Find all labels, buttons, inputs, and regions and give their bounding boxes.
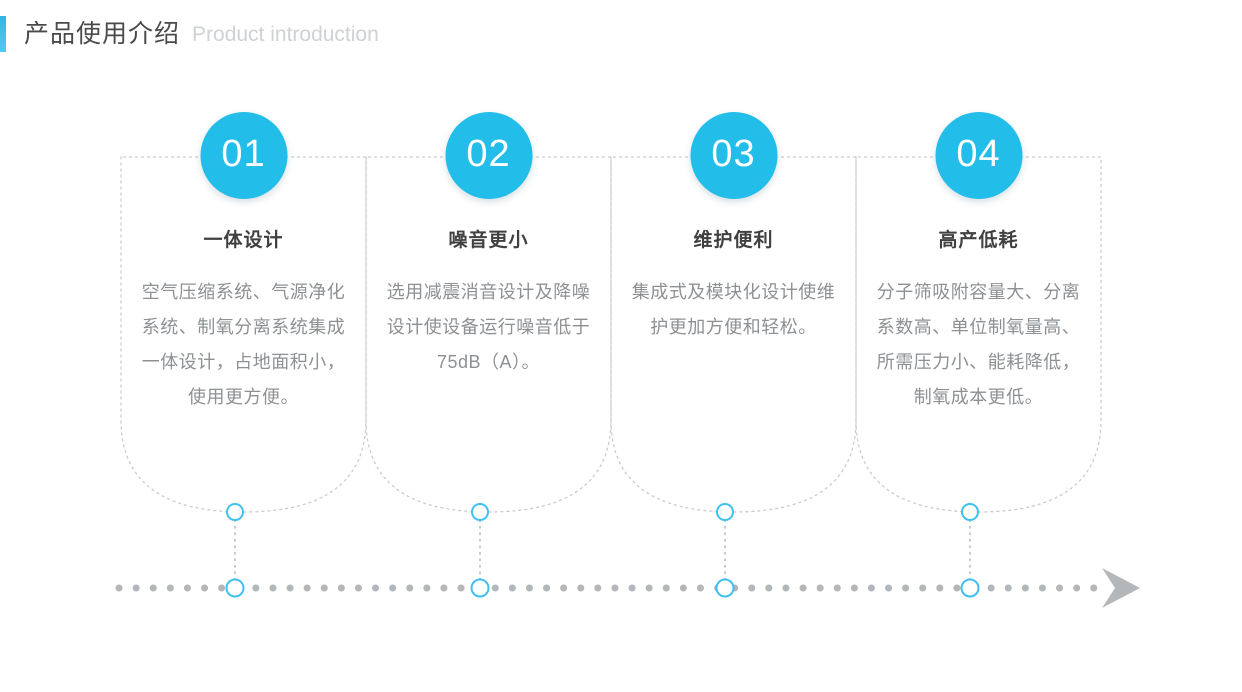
card-number-3: 03 xyxy=(711,133,756,175)
card-number-4: 04 xyxy=(956,133,1001,175)
card-node-1 xyxy=(226,503,244,521)
card-number-badge-1: 01 xyxy=(200,112,287,199)
card-number-1: 01 xyxy=(221,133,266,175)
timeline-node-1 xyxy=(225,578,245,598)
timeline-node-2 xyxy=(470,578,490,598)
card-body-4: 分子筛吸附容量大、分离系数高、单位制氧量高、所需压力小、能耗降低，制氧成本更低。 xyxy=(876,282,1081,407)
page-subtitle: Product introduction xyxy=(192,22,379,46)
card-node-3 xyxy=(716,503,734,521)
timeline-node-4 xyxy=(960,578,980,598)
card-node-2 xyxy=(471,503,489,521)
card-number-badge-3: 03 xyxy=(690,112,777,199)
card-title-3: 维护便利 xyxy=(693,230,774,251)
card-number-badge-2: 02 xyxy=(445,112,532,199)
card-title-4: 高产低耗 xyxy=(938,230,1019,251)
page-title: 产品使用介绍 xyxy=(24,19,181,48)
card-title-1: 一体设计 xyxy=(203,230,284,251)
card-body-2: 选用减震消音设计及降噪设计使设备运行噪音低于75dB（A）。 xyxy=(386,282,591,372)
timeline-node-3 xyxy=(715,578,735,598)
card-body-3: 集成式及模块化设计使维护更加方便和轻松。 xyxy=(631,282,836,337)
card-title-2: 噪音更小 xyxy=(448,230,529,251)
card-number-2: 02 xyxy=(466,133,511,175)
timeline-arrow-icon xyxy=(1102,568,1140,608)
card-body-1: 空气压缩系统、气源净化系统、制氧分离系统集成一体设计，占地面积小，使用更方便。 xyxy=(141,282,346,407)
card-number-badge-4: 04 xyxy=(935,112,1022,199)
page-header: 产品使用介绍 Product introduction xyxy=(0,14,379,54)
card-node-4 xyxy=(961,503,979,521)
header-accent-bar xyxy=(0,16,6,52)
